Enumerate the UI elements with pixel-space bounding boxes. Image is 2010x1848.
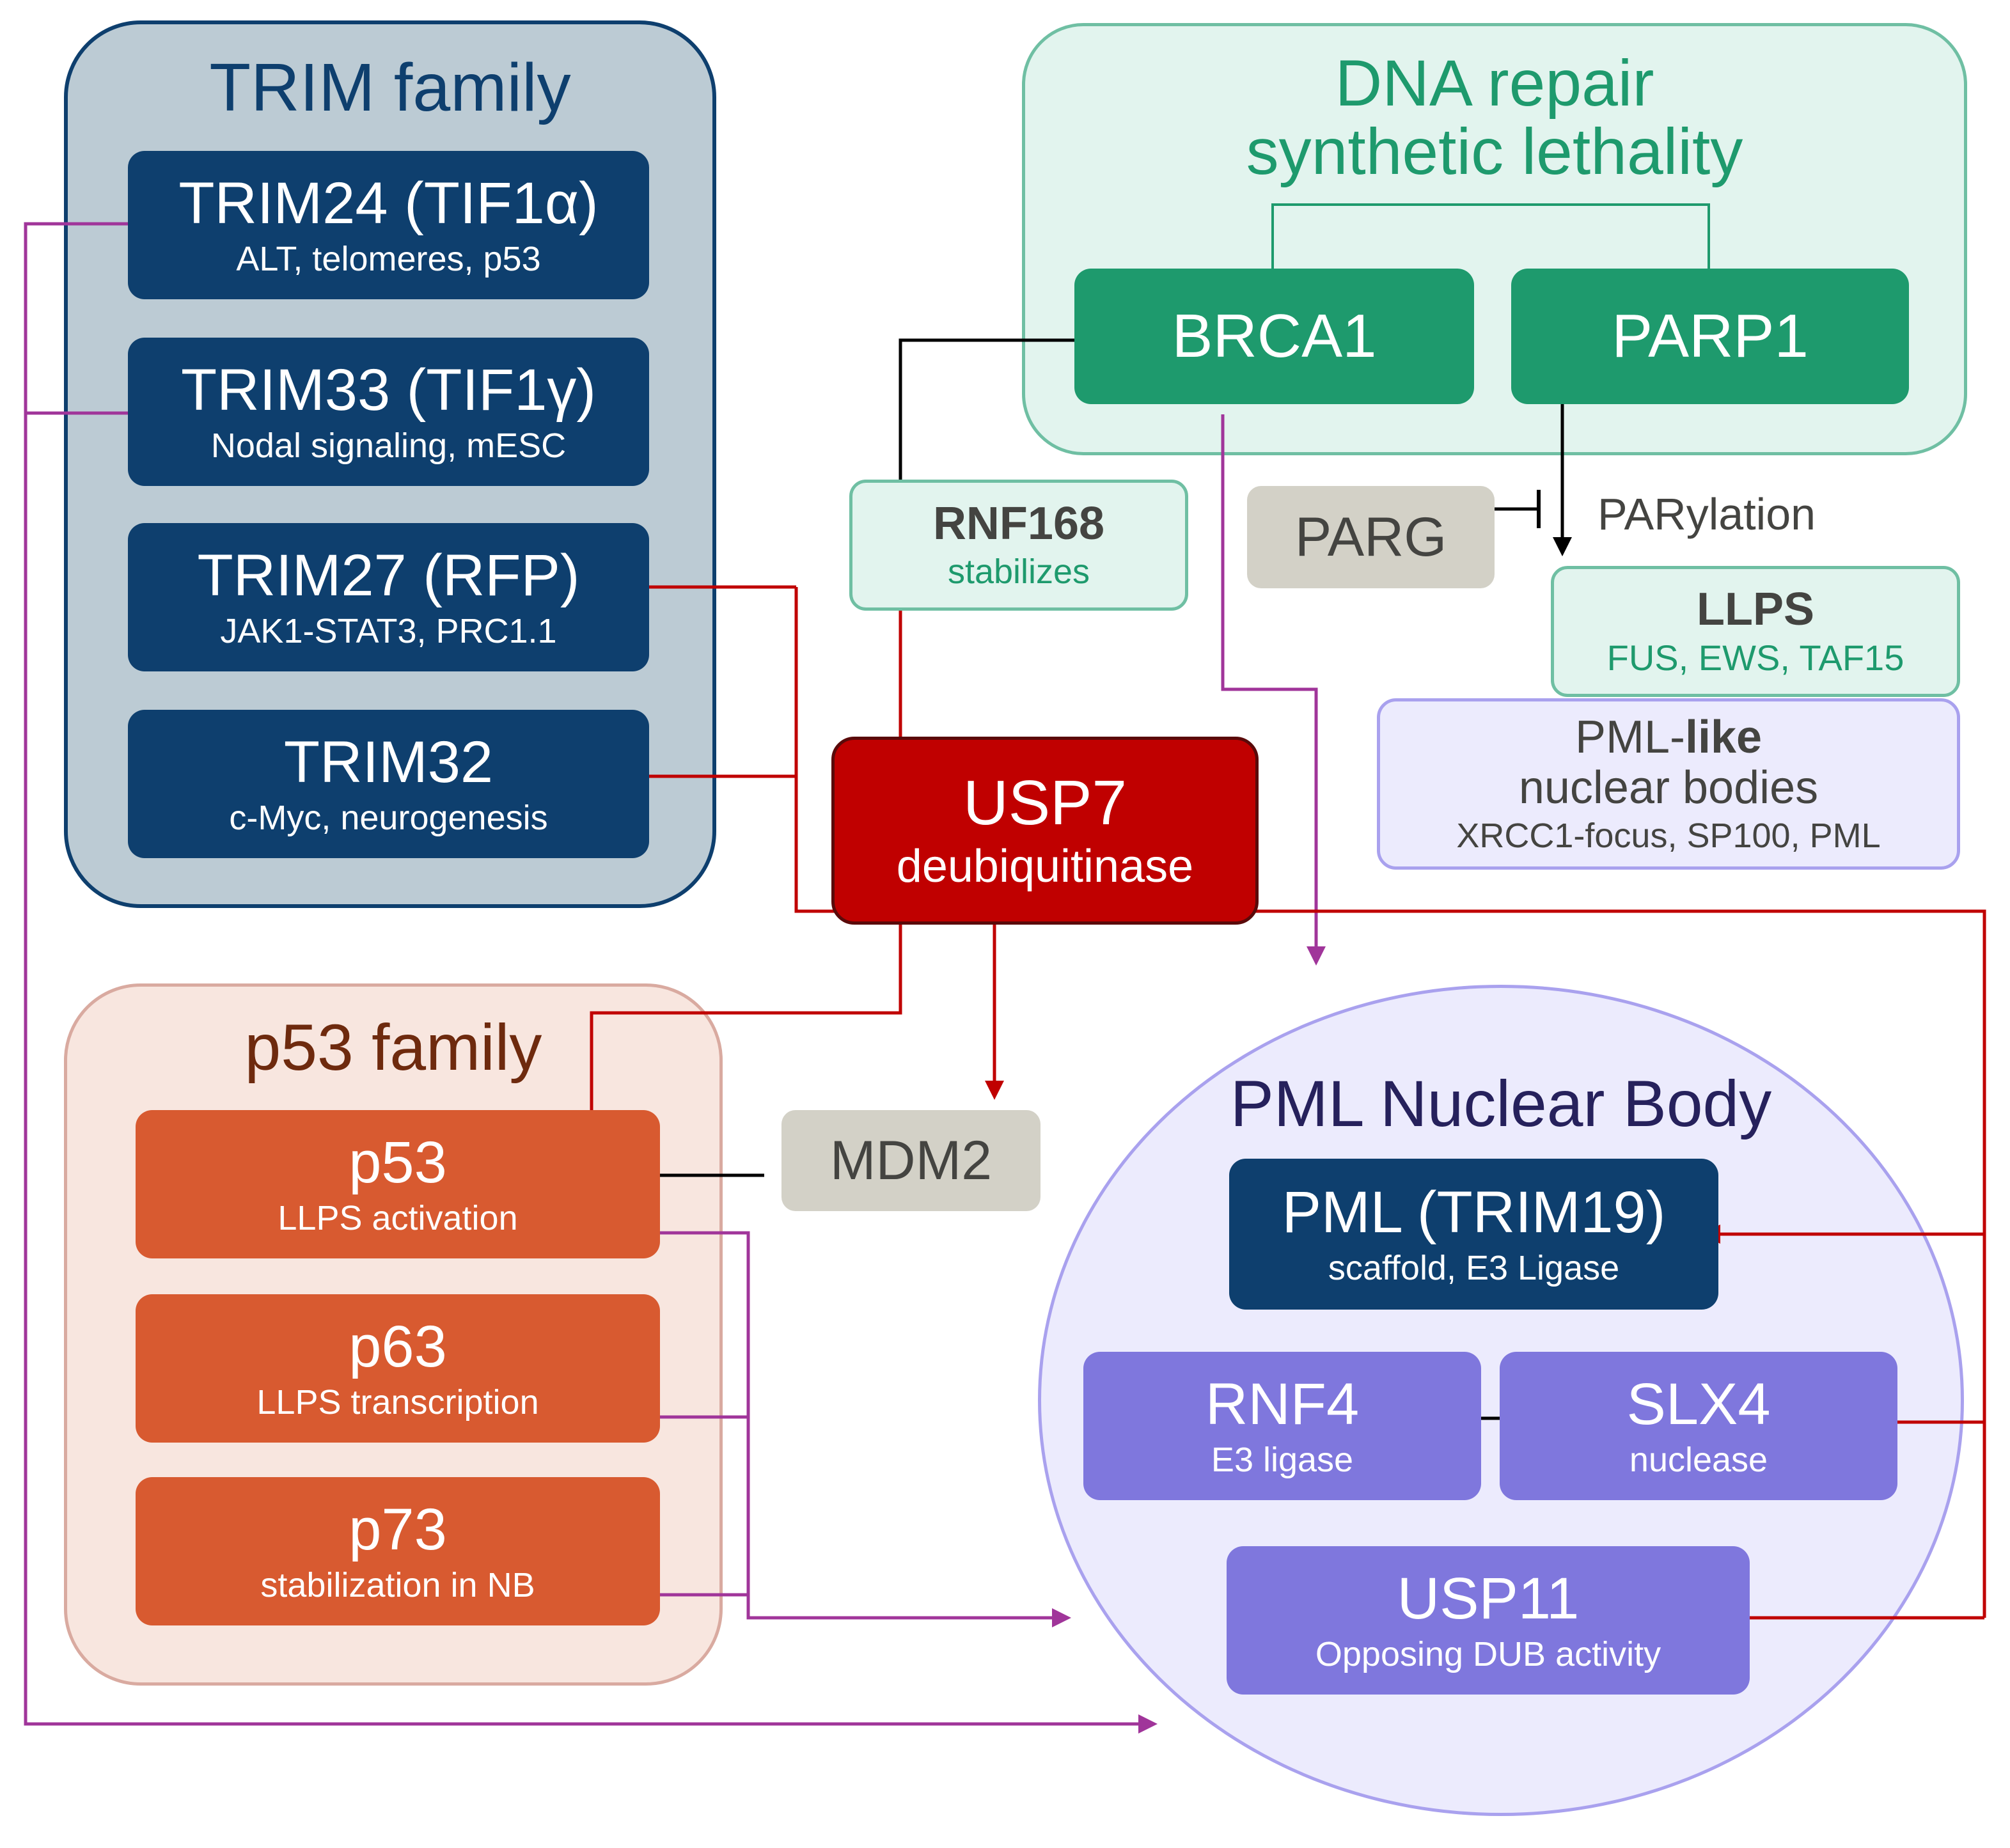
- trim32-box: TRIM32 c-Myc, neurogenesis: [128, 710, 649, 858]
- slx4-label: SLX4: [1626, 1372, 1771, 1437]
- trim27-label: TRIM27 (RFP): [197, 543, 580, 609]
- trim33-label: TRIM33 (TIF1γ): [180, 357, 597, 423]
- pml-trim19-box: PML (TRIM19) scaffold, E3 Ligase: [1229, 1159, 1718, 1310]
- parp1-box: PARP1: [1511, 269, 1909, 404]
- trim27-box: TRIM27 (RFP) JAK1-STAT3, PRC1.1: [128, 523, 649, 671]
- p53-sublabel: LLPS activation: [278, 1198, 518, 1237]
- brca1-parp1-bracket: [1271, 203, 1710, 269]
- edge-usp7-to-trim-and-pml: [794, 587, 1986, 1618]
- mdm2-box: MDM2: [781, 1110, 1040, 1211]
- pml-like-prefix: PML-: [1574, 711, 1685, 763]
- p63-box: p63 LLPS transcription: [136, 1294, 660, 1443]
- mdm2-label: MDM2: [829, 1129, 993, 1191]
- edge-brca1-to-pmlnb: [1221, 414, 1326, 966]
- edge-usp7-to-p53: [582, 925, 902, 1148]
- p53-box: p53 LLPS activation: [136, 1110, 660, 1258]
- dna-repair-title-line1: DNA repair: [1335, 47, 1654, 120]
- rnf4-sublabel: E3 ligase: [1211, 1440, 1354, 1479]
- pml-like-line2: nuclear bodies: [1518, 762, 1819, 813]
- usp7-label: USP7: [962, 767, 1127, 838]
- edge-rnf168-to-brca1: [899, 331, 1127, 483]
- usp11-sublabel: Opposing DUB activity: [1315, 1634, 1661, 1673]
- parg-label: PARG: [1294, 506, 1447, 568]
- pml-like-box: PML-like nuclear bodies XRCC1-focus, SP1…: [1377, 698, 1960, 870]
- usp7-sublabel: deubiquitinase: [896, 840, 1194, 892]
- llps-label: LLPS: [1696, 583, 1814, 635]
- slx4-box: SLX4 nuclease: [1500, 1352, 1897, 1500]
- edge-trim-to-pmlnb: [24, 222, 1158, 1734]
- parg-box: PARG: [1247, 486, 1495, 588]
- pml-trim19-label: PML (TRIM19): [1282, 1180, 1666, 1246]
- rnf4-box: RNF4 E3 ligase: [1083, 1352, 1481, 1500]
- trim-family-title: TRIM family: [209, 50, 571, 125]
- slx4-sublabel: nuclease: [1629, 1440, 1768, 1479]
- trim32-label: TRIM32: [283, 730, 494, 795]
- edge-p53-to-pmlnb: [592, 1231, 1071, 1627]
- p73-sublabel: stabilization in NB: [260, 1565, 535, 1604]
- brca1-box: BRCA1: [1074, 269, 1474, 404]
- brca1-label: BRCA1: [1172, 302, 1377, 371]
- dna-repair-title: DNA repair synthetic lethality: [1025, 49, 1964, 186]
- usp7-box: USP7 deubiquitinase: [831, 737, 1259, 925]
- trim32-sublabel: c-Myc, neurogenesis: [229, 798, 548, 837]
- parylation-label: PARylation: [1598, 489, 1816, 539]
- p63-sublabel: LLPS transcription: [256, 1382, 539, 1421]
- trim24-sublabel: ALT, telomeres, p53: [236, 239, 541, 278]
- pml-like-sublabel: XRCC1-focus, SP100, PML: [1456, 817, 1881, 856]
- parp1-label: PARP1: [1612, 302, 1809, 371]
- trim24-box: TRIM24 (TIF1α) ALT, telomeres, p53: [128, 151, 649, 299]
- rnf4-label: RNF4: [1205, 1372, 1360, 1437]
- pml-trim19-sublabel: scaffold, E3 Ligase: [1328, 1248, 1620, 1287]
- p53-label: p53: [349, 1130, 447, 1196]
- trim33-sublabel: Nodal signaling, mESC: [210, 426, 567, 465]
- p53-family-title: p53 family: [244, 1011, 542, 1084]
- p73-label: p73: [349, 1497, 447, 1563]
- llps-sublabel: FUS, EWS, TAF15: [1606, 637, 1904, 678]
- pml-like-bold: like: [1684, 711, 1763, 763]
- llps-box: LLPS FUS, EWS, TAF15: [1551, 566, 1960, 697]
- usp11-box: USP11 Opposing DUB activity: [1227, 1546, 1750, 1695]
- rnf168-box: RNF168 stabilizes: [849, 480, 1188, 611]
- usp11-label: USP11: [1397, 1566, 1580, 1632]
- pml-like-label: PML-like: [1575, 712, 1762, 763]
- trim33-box: TRIM33 (TIF1γ) Nodal signaling, mESC: [128, 338, 649, 486]
- p73-box: p73 stabilization in NB: [136, 1477, 660, 1625]
- p63-label: p63: [349, 1314, 447, 1380]
- dna-repair-title-line2: synthetic lethality: [1246, 115, 1743, 189]
- rnf168-sublabel: stabilizes: [947, 552, 1090, 591]
- rnf168-label: RNF168: [932, 497, 1105, 549]
- pml-nuclear-body-title: PML Nuclear Body: [1230, 1067, 1772, 1140]
- trim27-sublabel: JAK1-STAT3, PRC1.1: [220, 611, 557, 650]
- trim24-label: TRIM24 (TIF1α): [178, 171, 599, 237]
